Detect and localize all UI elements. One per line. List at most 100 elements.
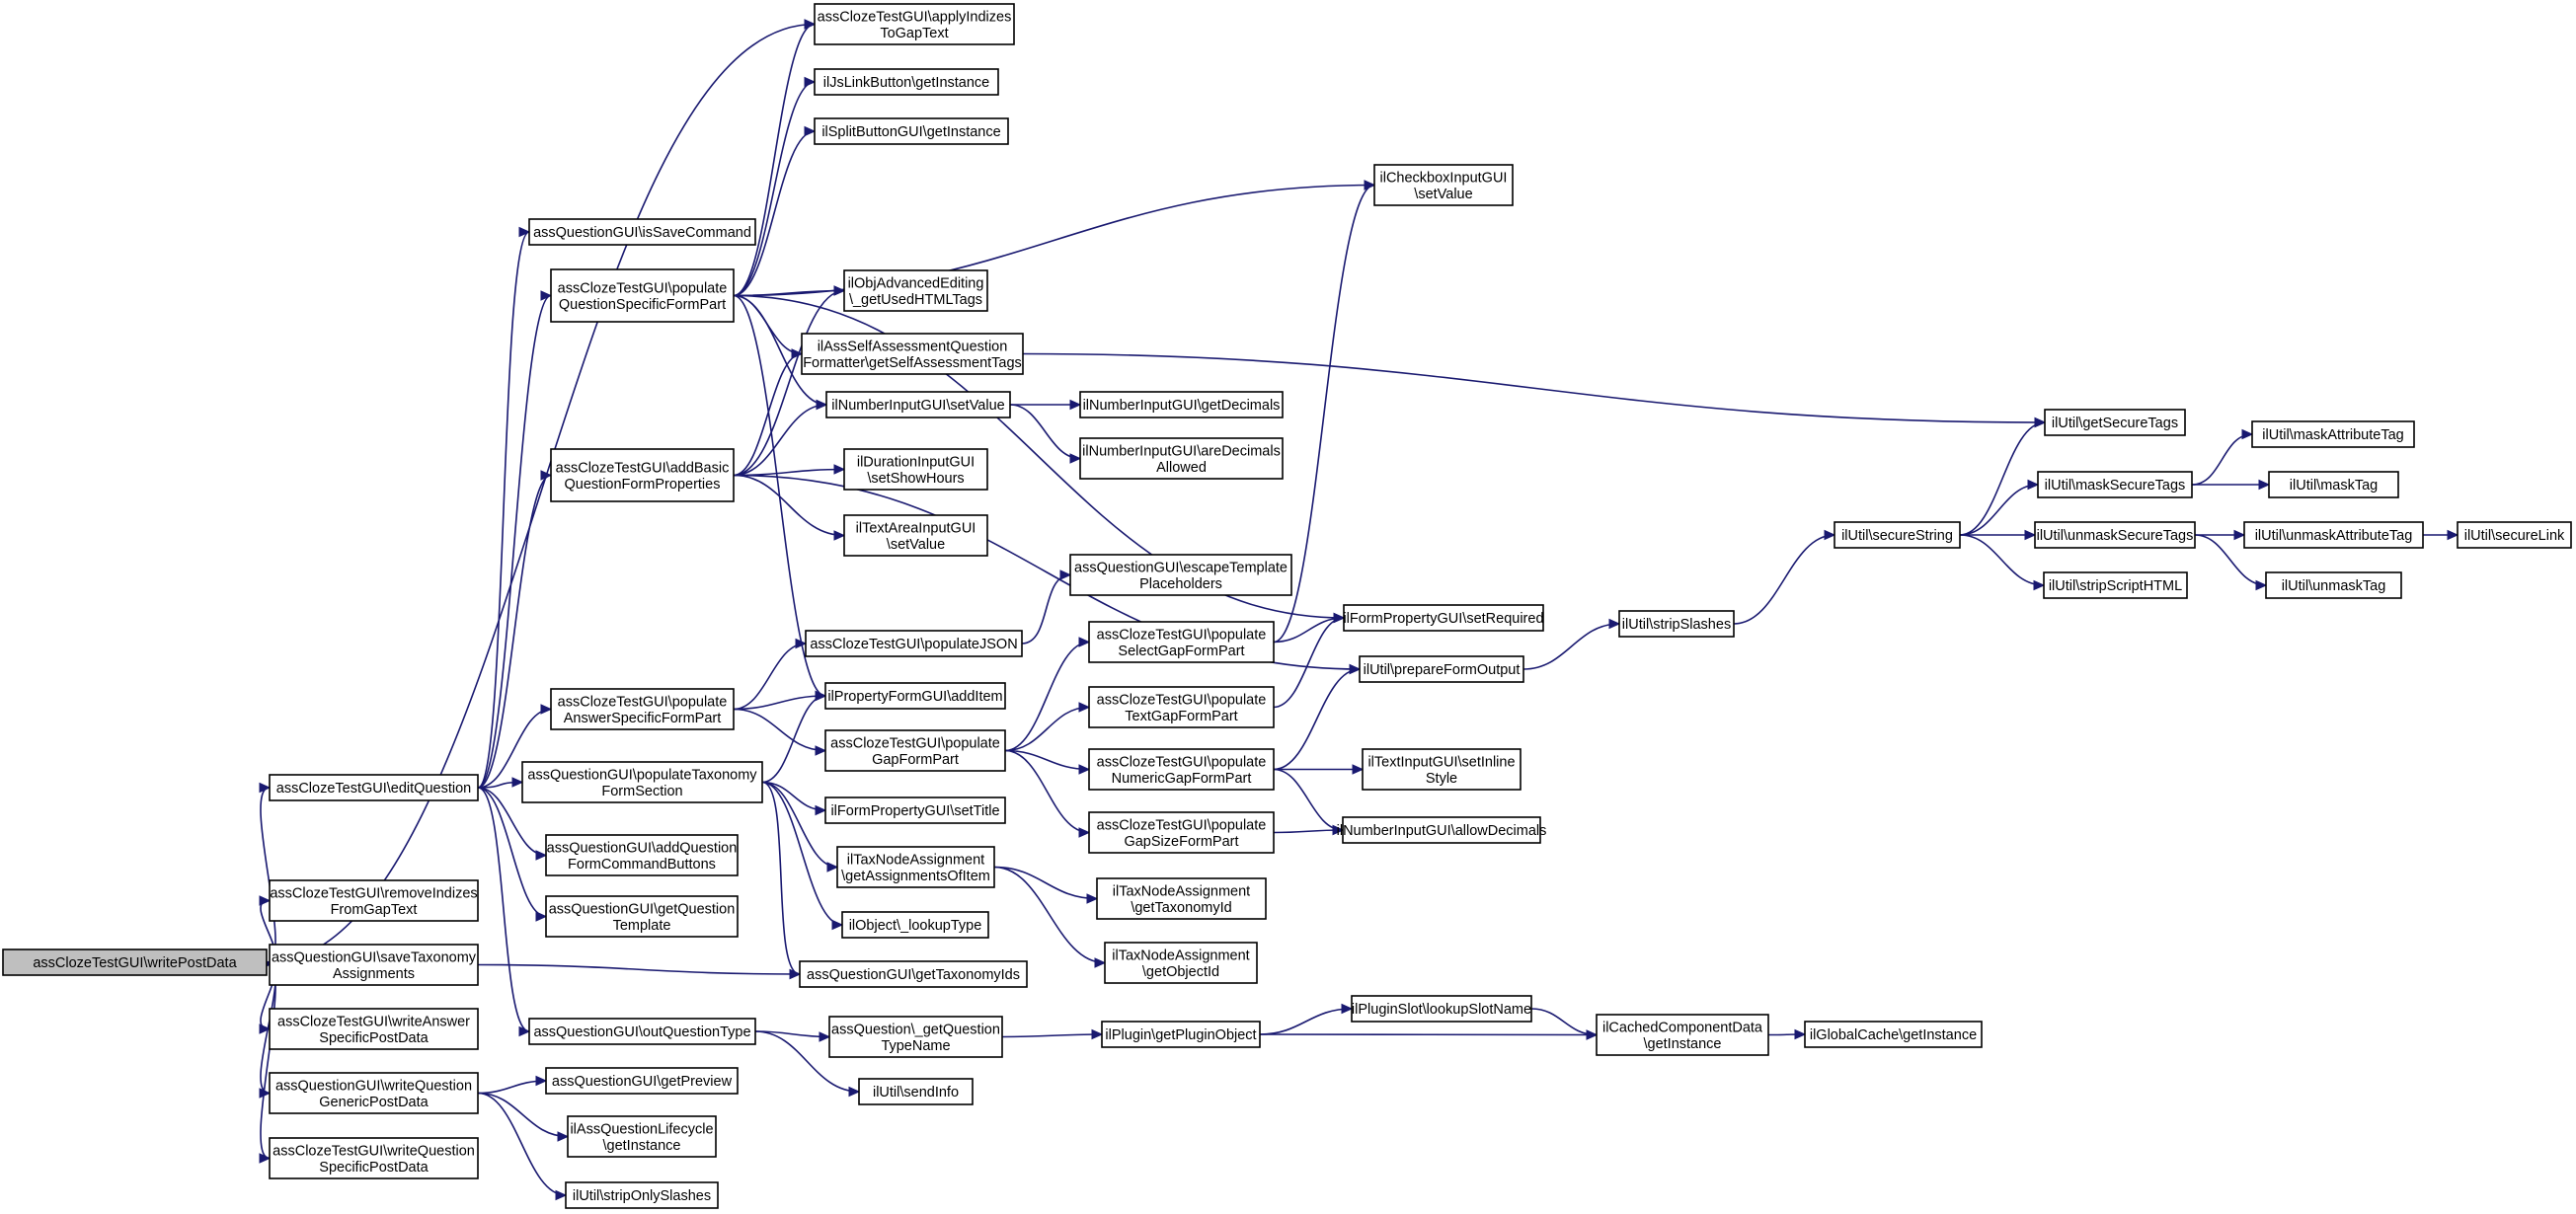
edge-arrowhead xyxy=(1824,529,1836,541)
node-assclozetestgui-writeanswerspecificpostdata[interactable]: assClozeTestGUI\writeAnswerSpecificPostD… xyxy=(269,1008,479,1050)
node-assquestiongui-issavecommand[interactable]: assQuestionGUI\isSaveCommand xyxy=(528,218,756,246)
node-assclozetestgui-populateanswerspecificformpart[interactable]: assClozeTestGUI\populateAnswerSpecificFo… xyxy=(550,688,735,730)
node-ilplugin-getpluginobject[interactable]: ilPlugin\getPluginObject xyxy=(1101,1021,1261,1048)
edge-arrowhead xyxy=(1794,1028,1807,1040)
node-ilutil-masktag[interactable]: ilUtil\maskTag xyxy=(2268,471,2399,498)
node-ilutil-striponlyslashes[interactable]: ilUtil\stripOnlySlashes xyxy=(565,1181,719,1209)
edge-n55-n59 xyxy=(2191,433,2253,486)
node-ilnumberinputgui-setvalue[interactable]: ilNumberInputGUI\setValue xyxy=(825,391,1011,418)
node-iltaxnodeassignment-gettaxonomyid[interactable]: ilTaxNodeAssignment\getTaxonomyId xyxy=(1096,877,1267,920)
node-ilutil-getsecuretags[interactable]: ilUtil\getSecureTags xyxy=(2044,409,2186,436)
node-ilutil-masksecuretags[interactable]: ilUtil\maskSecureTags xyxy=(2037,471,2193,498)
node-ilutil-unmasksecuretags[interactable]: ilUtil\unmaskSecureTags xyxy=(2034,521,2196,549)
node-ilpluginslot-lookupslotname[interactable]: ilPluginSlot\lookupSlotName xyxy=(1351,995,1532,1023)
node-ilassselfassessmentquestionformatter-getselfassessmenttags[interactable]: ilAssSelfAssessmentQuestionFormatter\get… xyxy=(801,333,1024,375)
node-assquestiongui-populatetaxonomyformsection[interactable]: assQuestionGUI\populateTaxonomyFormSecti… xyxy=(521,761,763,803)
node-box xyxy=(1596,1014,1769,1056)
node-iljslinkbutton-getinstance[interactable]: ilJsLinkButton\getInstance xyxy=(814,68,999,96)
node-assclozetestgui-editquestion[interactable]: assClozeTestGUI\editQuestion xyxy=(269,774,479,801)
node-ilpropertyformgui-additem[interactable]: ilPropertyFormGUI\addItem xyxy=(824,682,1006,710)
node-box xyxy=(1362,748,1522,791)
node-ilformpropertygui-settitle[interactable]: ilFormPropertyGUI\setTitle xyxy=(824,797,1006,824)
node-ilcachedcomponentdata-getinstance[interactable]: ilCachedComponentData\getInstance xyxy=(1596,1014,1769,1056)
node-ilglobalcache-getinstance[interactable]: ilGlobalCache\getInstance xyxy=(1804,1021,1983,1048)
node-ilutil-maskattributetag[interactable]: ilUtil\maskAttributeTag xyxy=(2251,420,2415,448)
edge-n27-n43 xyxy=(993,866,1098,900)
edge-n1-n7 xyxy=(477,231,530,789)
node-box xyxy=(2268,471,2399,498)
edge-n0-n1 xyxy=(260,787,276,963)
node-iltaxnodeassignment-getassignmentsofitem[interactable]: ilTaxNodeAssignment\getAssignmentsOfItem xyxy=(836,846,995,888)
node-ilutil-sendinfo[interactable]: ilUtil\sendInfo xyxy=(858,1078,974,1105)
node-assclozetestgui-addbasicquestionformproperties[interactable]: assClozeTestGUI\addBasicQuestionFormProp… xyxy=(550,448,735,502)
edge-arrowhead xyxy=(2033,579,2046,591)
node-ilnumberinputgui-getdecimals[interactable]: ilNumberInputGUI\getDecimals xyxy=(1079,391,1284,418)
edge-arrowhead xyxy=(1094,957,1107,968)
node-assquestiongui-writequestiongenericpostdata[interactable]: assQuestionGUI\writeQuestionGenericPostD… xyxy=(269,1072,479,1114)
node-label: assQuestion\_getQuestion xyxy=(831,1022,1000,1037)
edge-arrowhead xyxy=(540,470,553,481)
node-label: ilUtil\unmaskSecureTags xyxy=(2037,528,2194,544)
edge-n40-n46 xyxy=(1273,617,1345,709)
node-ilutil-unmaskattributetag[interactable]: ilUtil\unmaskAttributeTag xyxy=(2243,521,2424,549)
edge-arrowhead xyxy=(833,530,846,541)
node-assquestiongui-addquestionformcommandbuttons[interactable]: assQuestionGUI\addQuestionFormCommandBut… xyxy=(545,834,739,876)
edge-n10-n25 xyxy=(733,708,826,752)
node-ilutil-unmasktag[interactable]: ilUtil\unmaskTag xyxy=(2265,571,2402,599)
node-box xyxy=(836,846,995,888)
node-iltextareainputgui-setvalue[interactable]: ilTextAreaInputGUI\setValue xyxy=(843,514,988,557)
edge-arrowhead xyxy=(535,911,548,922)
node-assclozetestgui-populateselectgapformpart[interactable]: assClozeTestGUI\populateSelectGapFormPar… xyxy=(1088,621,1275,663)
node-assquestiongui-getpreview[interactable]: assQuestionGUI\getPreview xyxy=(545,1067,739,1095)
edge-arrowhead xyxy=(2255,579,2268,591)
node-ilsplitbuttongui-getinstance[interactable]: ilSplitButtonGUI\getInstance xyxy=(814,117,1009,145)
node-assclozetestgui-populatequestionspecificformpart[interactable]: assClozeTestGUI\populateQuestionSpecific… xyxy=(550,268,735,323)
edge-arrowhead xyxy=(557,1131,570,1142)
node-assclozetestgui-populatenumericgapformpart[interactable]: assClozeTestGUI\populateNumericGapFormPa… xyxy=(1088,748,1275,791)
edge-arrowhead xyxy=(1349,663,1362,675)
node-box xyxy=(269,774,479,801)
node-box xyxy=(814,3,1015,45)
node-label: FromGapText xyxy=(331,902,418,918)
node-ilassquestionlifecycle-getinstance[interactable]: ilAssQuestionLifecycle\getInstance xyxy=(567,1115,717,1158)
node-label: SpecificPostData xyxy=(319,1030,429,1046)
node-ilformpropertygui-setrequired[interactable]: ilFormPropertyGUI\setRequired xyxy=(1343,604,1544,632)
node-assquestiongui-escapetemplateplaceholders[interactable]: assQuestionGUI\escapeTemplatePlaceholder… xyxy=(1069,554,1292,596)
node-assclozetestgui-writepostdata[interactable]: assClozeTestGUI\writePostData xyxy=(2,948,268,976)
node-box xyxy=(858,1078,974,1105)
node-label: ilObjAdvancedEditing xyxy=(848,275,984,291)
node-ilutil-stripslashes[interactable]: ilUtil\stripSlashes xyxy=(1618,610,1735,638)
node-ilutil-securelink[interactable]: ilUtil\secureLink xyxy=(2457,521,2572,549)
node-label: assQuestionGUI\outQuestionType xyxy=(533,1024,750,1040)
edges-layer xyxy=(259,19,2459,1201)
edge-arrowhead xyxy=(804,76,817,88)
node-label: ilAssQuestionLifecycle xyxy=(570,1121,713,1137)
node-assquestiongui-outquestiontype[interactable]: assQuestionGUI\outQuestionType xyxy=(528,1018,756,1045)
node-label: assClozeTestGUI\populate xyxy=(830,735,1000,751)
node-ilutil-securestring[interactable]: ilUtil\secureString xyxy=(1834,521,1961,549)
node-ildurationinputgui-setshowhours[interactable]: ilDurationInputGUI\setShowHours xyxy=(843,448,988,491)
node-ilutil-stripscripthtml[interactable]: ilUtil\stripScriptHTML xyxy=(2043,571,2188,599)
node-ilobjadvancedediting-getusedhtmltags[interactable]: ilObjAdvancedEditing\_getUsedHTMLTags xyxy=(843,269,988,312)
node-assclozetestgui-populatejson[interactable]: assClozeTestGUI\populateJSON xyxy=(805,630,1023,657)
node-ilcheckboxinputgui-setvalue[interactable]: ilCheckboxInputGUI\setValue xyxy=(1373,164,1514,206)
node-ilutil-prepareformoutput[interactable]: ilUtil\prepareFormOutput xyxy=(1359,655,1524,683)
node-assquestiongui-gettaxonomyids[interactable]: assQuestionGUI\getTaxonomyIds xyxy=(799,960,1028,988)
node-assclozetestgui-writequestionspecificpostdata[interactable]: assClozeTestGUI\writeQuestionSpecificPos… xyxy=(269,1137,479,1179)
node-label: ilUtil\sendInfo xyxy=(873,1085,959,1100)
node-box xyxy=(521,761,763,803)
node-iltaxnodeassignment-getobjectid[interactable]: ilTaxNodeAssignment\getObjectId xyxy=(1104,942,1258,984)
node-ilobject-lookuptype[interactable]: ilObject\_lookupType xyxy=(841,911,989,939)
node-ilnumberinputgui-allowdecimals[interactable]: ilNumberInputGUI\allowDecimals xyxy=(1337,816,1547,844)
